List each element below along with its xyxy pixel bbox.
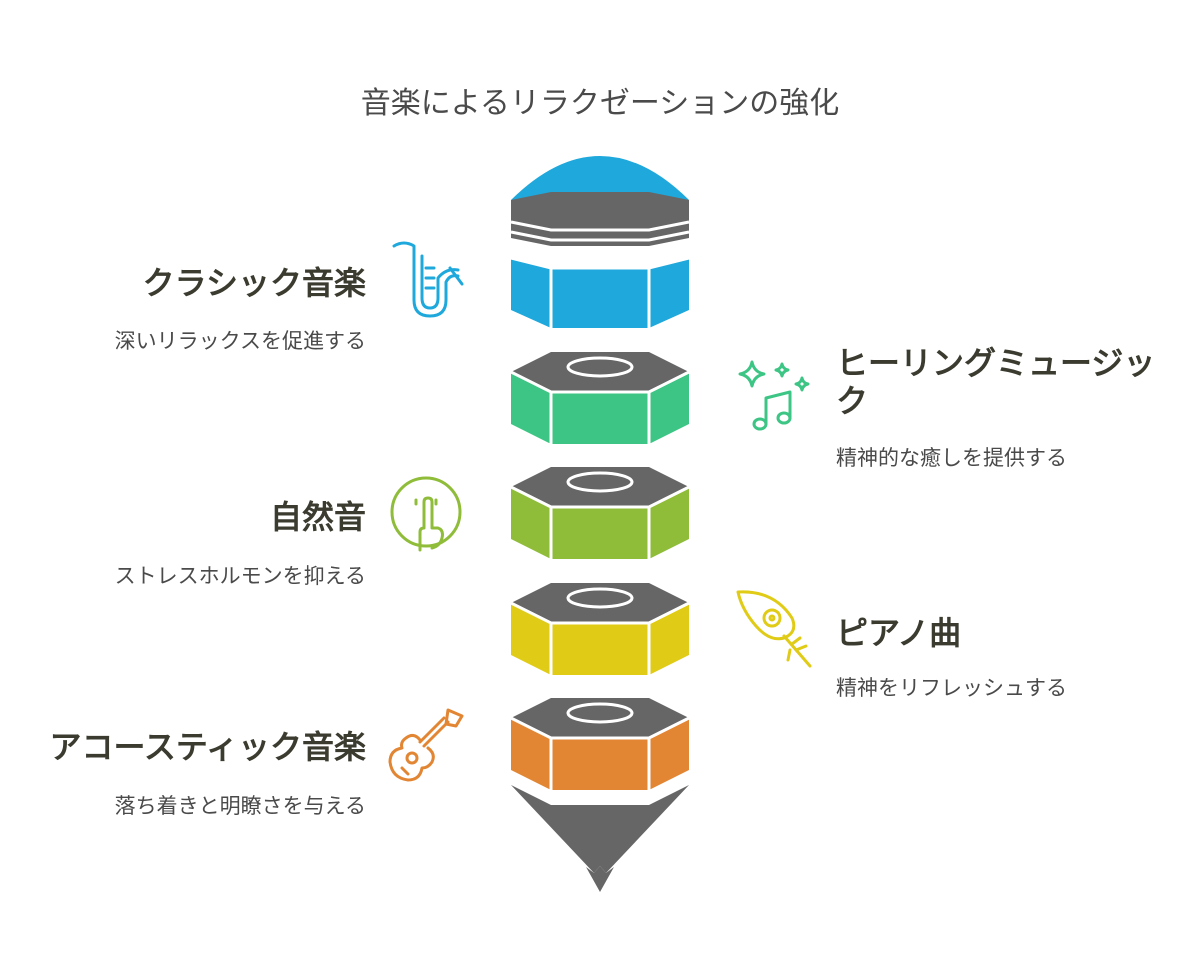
item-label-classical: クラシック音楽 <box>142 264 366 302</box>
eraser-cap <box>510 156 690 328</box>
segment-yellow <box>510 583 690 675</box>
saxophone-icon <box>392 241 464 318</box>
shush-face-icon <box>390 476 462 552</box>
item-desc-classical: 深いリラックスを促進する <box>114 329 366 353</box>
sparkle-music-note-icon <box>738 360 810 431</box>
item-label-nature: 自然音 <box>269 498 366 536</box>
diagram-title: 音楽によるリラクゼーションの強化 <box>360 86 840 121</box>
pencil-tip <box>511 785 689 892</box>
item-desc-piano: 精神をリフレッシュする <box>836 676 1067 700</box>
segment-orange <box>510 698 690 790</box>
item-label-healing-line2: ク <box>836 382 869 420</box>
guitar-icon <box>388 708 464 782</box>
item-desc-acoustic: 落ち着きと明瞭さを与える <box>114 794 366 818</box>
item-label-acoustic: アコースティック音楽 <box>49 728 366 766</box>
item-desc-nature: ストレスホルモンを抑える <box>114 564 366 588</box>
item-label-piano: ピアノ曲 <box>836 614 962 652</box>
item-desc-healing: 精神的な癒しを提供する <box>836 446 1067 470</box>
segment-green <box>510 352 690 444</box>
item-label-healing-line1: ヒーリングミュージッ <box>836 344 1156 382</box>
feather-icon <box>736 590 812 668</box>
segment-lime <box>510 467 690 559</box>
